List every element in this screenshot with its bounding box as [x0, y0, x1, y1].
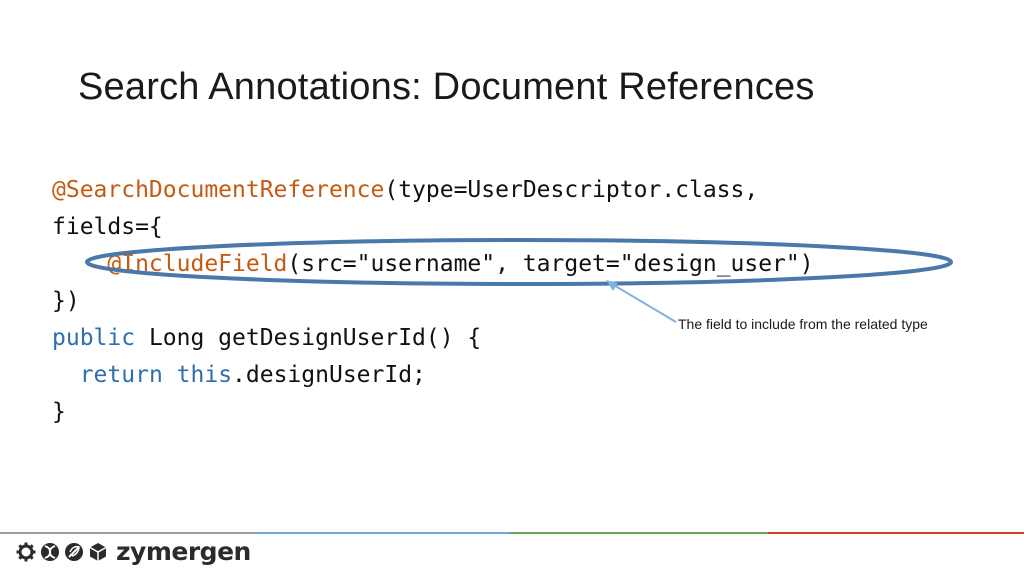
code-token-text: .designUserId; — [232, 362, 426, 388]
code-line: } — [52, 394, 814, 431]
dna-icon — [41, 543, 59, 561]
code-line: }) — [52, 283, 814, 320]
gear-icon — [16, 542, 36, 562]
code-token-text: (type=UserDescriptor.class, — [384, 177, 759, 203]
code-token-keyword: this — [176, 362, 233, 388]
zymergen-logo: zymergen — [16, 538, 251, 566]
code-token-text: Long getDesignUserId() { — [135, 325, 482, 351]
code-token-text: (src="username", target="design_user") — [287, 251, 814, 277]
footer-line-blue — [255, 532, 510, 534]
code-token-text — [52, 251, 107, 277]
cube-icon — [89, 543, 107, 561]
code-token-annotation: @IncludeField — [107, 251, 288, 277]
code-token-text: } — [52, 399, 66, 425]
footer-line-green — [510, 532, 768, 534]
leaf-icon — [65, 543, 83, 561]
code-token-text — [163, 362, 177, 388]
callout-text: The field to include from the related ty… — [678, 316, 928, 332]
code-token-annotation: @SearchDocumentReference — [52, 177, 385, 203]
code-token-keyword: public — [52, 325, 136, 351]
code-line: @IncludeField(src="username", target="de… — [52, 246, 814, 283]
code-line: fields={ — [52, 209, 814, 246]
footer-line-gray — [0, 532, 255, 534]
code-token-text: fields={ — [52, 214, 163, 240]
code-token-keyword: return — [79, 362, 163, 388]
code-token-text — [52, 362, 80, 388]
footer-line-red — [768, 532, 1024, 534]
code-line: return this.designUserId; — [52, 357, 814, 394]
code-line: @SearchDocumentReference(type=UserDescri… — [52, 172, 814, 209]
code-block: @SearchDocumentReference(type=UserDescri… — [52, 172, 814, 431]
code-token-text: }) — [52, 288, 80, 314]
code-line: public Long getDesignUserId() { — [52, 320, 814, 357]
logo-wordmark: zymergen — [116, 537, 251, 566]
slide-title: Search Annotations: Document References — [78, 66, 815, 108]
